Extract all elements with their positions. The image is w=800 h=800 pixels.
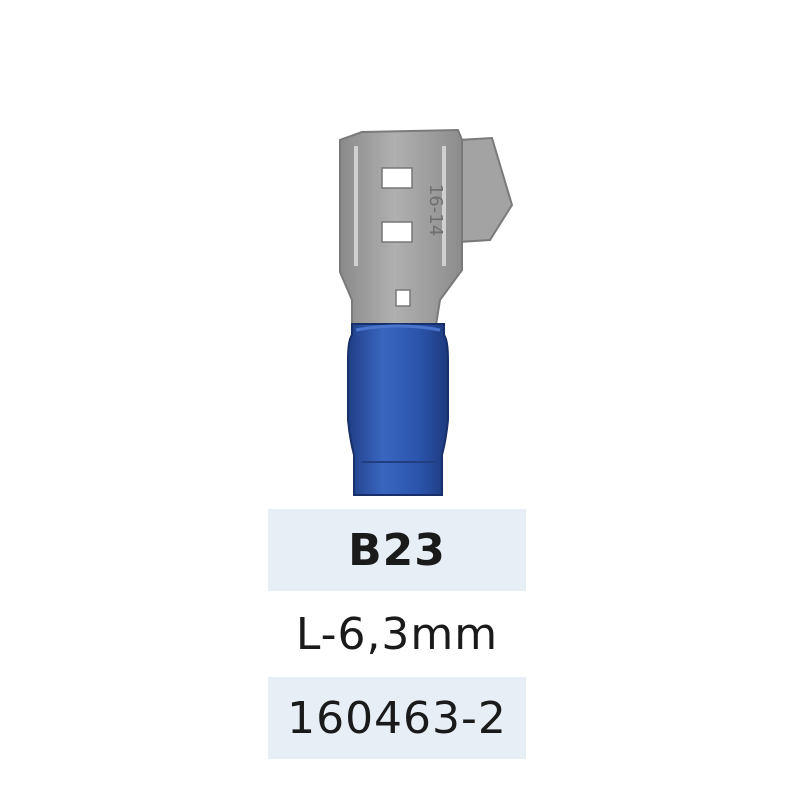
terminal-photo: 16-14 — [339, 128, 514, 496]
part-number-label: 160463-2 — [268, 677, 526, 759]
sleeve-rim — [355, 324, 441, 332]
blue-insulation — [347, 323, 449, 496]
base-slot — [395, 289, 411, 307]
side-latch — [457, 136, 514, 244]
product-code-label: B23 — [268, 509, 526, 591]
stamp-text: 16-14 — [425, 184, 446, 236]
upper-slot — [381, 167, 413, 189]
dimension-label: L-6,3mm — [268, 593, 526, 675]
lower-slot — [381, 221, 413, 243]
terminal-illustration: 16-14 — [339, 128, 514, 496]
